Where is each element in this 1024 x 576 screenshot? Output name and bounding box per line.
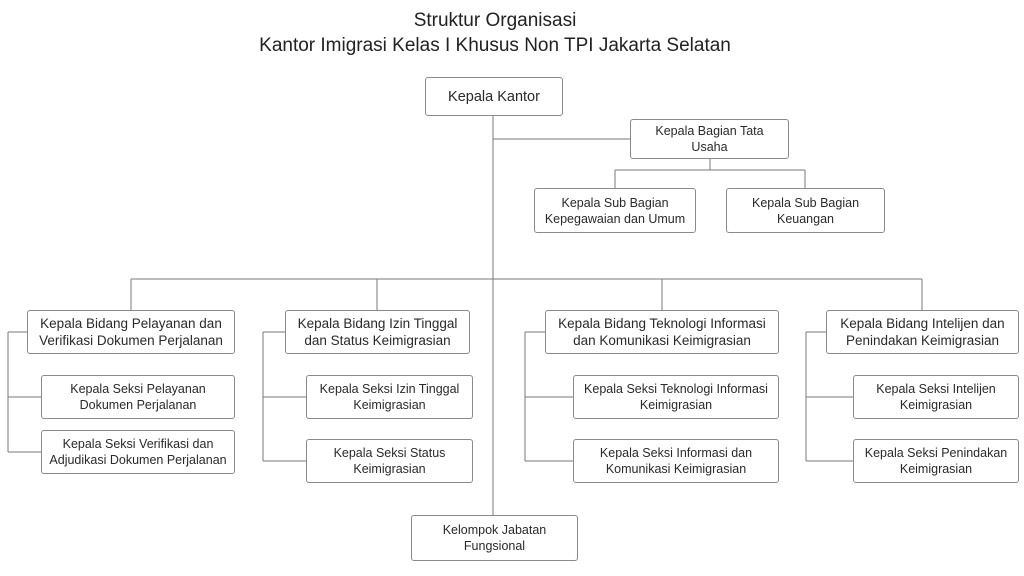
node-kepala-kantor: Kepala Kantor <box>425 77 563 116</box>
node-seksi-verifikasi: Kepala Seksi Verifikasi dan Adjudikasi D… <box>41 430 235 474</box>
node-seksi-status: Kepala Seksi Status Keimigrasian <box>306 439 473 483</box>
chart-title: Struktur Organisasi <box>413 10 577 31</box>
node-sub-bagian-keuangan: Kepala Sub Bagian Keuangan <box>726 188 885 233</box>
node-seksi-teknologi: Kepala Seksi Teknologi Informasi Keimigr… <box>573 375 779 419</box>
node-seksi-intelijen: Kepala Seksi Intelijen Keimigrasian <box>853 375 1019 419</box>
node-bidang-teknologi: Kepala Bidang Teknologi Informasi dan Ko… <box>545 310 779 354</box>
node-seksi-pelayanan: Kepala Seksi Pelayanan Dokumen Perjalana… <box>41 375 235 419</box>
node-seksi-informasi: Kepala Seksi Informasi dan Komunikasi Ke… <box>573 439 779 483</box>
node-bidang-pelayanan: Kepala Bidang Pelayanan dan Verifikasi D… <box>27 310 235 354</box>
node-sub-bagian-kepegawaian: Kepala Sub Bagian Kepegawaian dan Umum <box>534 188 696 233</box>
node-seksi-izin-tinggal: Kepala Seksi Izin Tinggal Keimigrasian <box>306 375 473 419</box>
node-kepala-bagian-tata-usaha: Kepala Bagian Tata Usaha <box>630 119 789 159</box>
node-seksi-penindakan: Kepala Seksi Penindakan Keimigrasian <box>853 439 1019 483</box>
node-kelompok-jabatan-fungsional: Kelompok Jabatan Fungsional <box>411 515 578 561</box>
node-bidang-izin-tinggal: Kepala Bidang Izin Tinggal dan Status Ke… <box>285 310 470 354</box>
chart-subtitle: Kantor Imigrasi Kelas I Khusus Non TPI J… <box>259 35 731 56</box>
node-bidang-intelijen: Kepala Bidang Intelijen dan Penindakan K… <box>826 310 1019 354</box>
